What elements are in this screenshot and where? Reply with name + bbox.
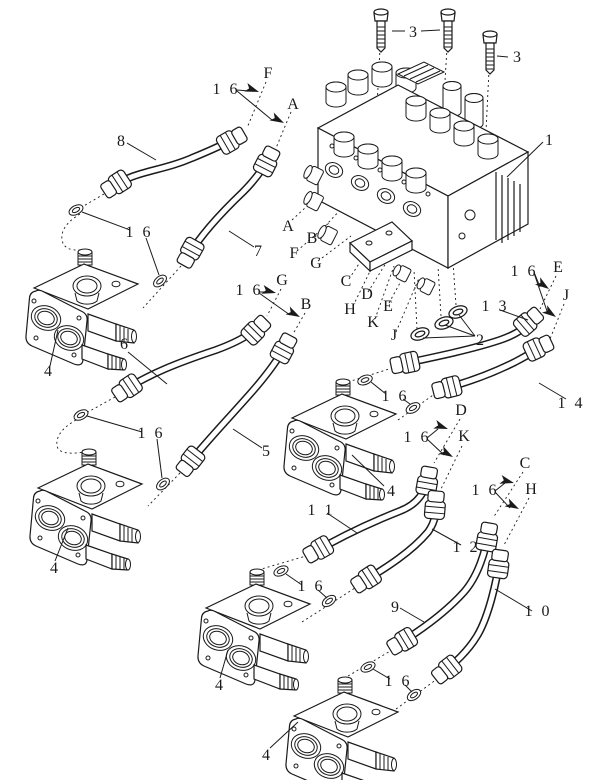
callout-label: 1 6: [138, 425, 163, 442]
callout-label: C: [341, 273, 352, 290]
callout-label: 4: [44, 363, 52, 380]
callout-label: A: [287, 96, 299, 113]
callout-label: 1 6: [213, 81, 238, 98]
callout-label: F: [290, 245, 299, 262]
callout-label: 1 6: [126, 224, 151, 241]
callout-label: 1 6: [404, 429, 429, 446]
callout-label: H: [344, 301, 356, 318]
tube-11: [300, 464, 441, 567]
callout-label: 1 0: [525, 603, 550, 620]
callout-label: 7: [254, 243, 262, 260]
tube-14: [430, 331, 557, 402]
callout-label: C: [520, 455, 531, 472]
valve-block: [303, 61, 530, 296]
callout-label: 4: [387, 483, 395, 500]
tube-7: [173, 143, 284, 271]
callout-label: K: [458, 428, 470, 445]
callout-label: 1 1: [308, 502, 333, 519]
callout-label: 6: [120, 336, 128, 353]
callout-label: 4: [50, 560, 58, 577]
callout-label: 1 2: [453, 539, 478, 556]
callout-label: 1 6: [472, 482, 497, 499]
callout-label: 8: [117, 133, 125, 150]
callout-label: 1: [545, 132, 553, 149]
callout-label: 4: [262, 747, 270, 764]
callout-label: J: [391, 327, 397, 344]
callout-label: 1 6: [382, 388, 407, 405]
tube-13: [388, 303, 547, 377]
tube-9: [384, 520, 501, 659]
callout-label: A: [282, 218, 294, 235]
mounting-plate: [348, 221, 414, 273]
leader-lines: [49, 29, 567, 749]
callout-label: E: [553, 259, 563, 276]
callout-label: 1 6: [298, 578, 323, 595]
callout-label: 1 3: [482, 298, 507, 315]
tube-5: [172, 330, 301, 480]
callout-label: 1 4: [558, 395, 583, 412]
callout-label: 9: [391, 599, 399, 616]
tube-6: [108, 312, 274, 406]
callout-label: 3: [513, 49, 521, 66]
callout-label: B: [307, 230, 318, 247]
callout-label: 1 6: [385, 673, 410, 690]
valve-end-ribs: [458, 172, 521, 243]
solenoid-block: [396, 61, 446, 85]
tube-10: [428, 548, 512, 688]
callout-label: 4: [215, 677, 223, 694]
callout-label: D: [361, 286, 373, 303]
callout-label: G: [276, 272, 288, 289]
tube-8: [97, 123, 250, 202]
tube-12: [347, 489, 448, 597]
callout-label: G: [310, 255, 322, 272]
callout-label: 3: [409, 24, 417, 41]
callout-label: 1 6: [236, 282, 261, 299]
callout-label: 2: [476, 332, 484, 349]
callout-label: 5: [262, 443, 270, 460]
callout-label: J: [563, 287, 569, 304]
callout-label: F: [264, 65, 273, 82]
callout-label: B: [301, 296, 312, 313]
callout-label: H: [525, 481, 537, 498]
callout-label: D: [455, 402, 467, 419]
callout-label: E: [383, 298, 393, 315]
callout-label: K: [367, 314, 379, 331]
callout-label: 1 6: [511, 263, 536, 280]
